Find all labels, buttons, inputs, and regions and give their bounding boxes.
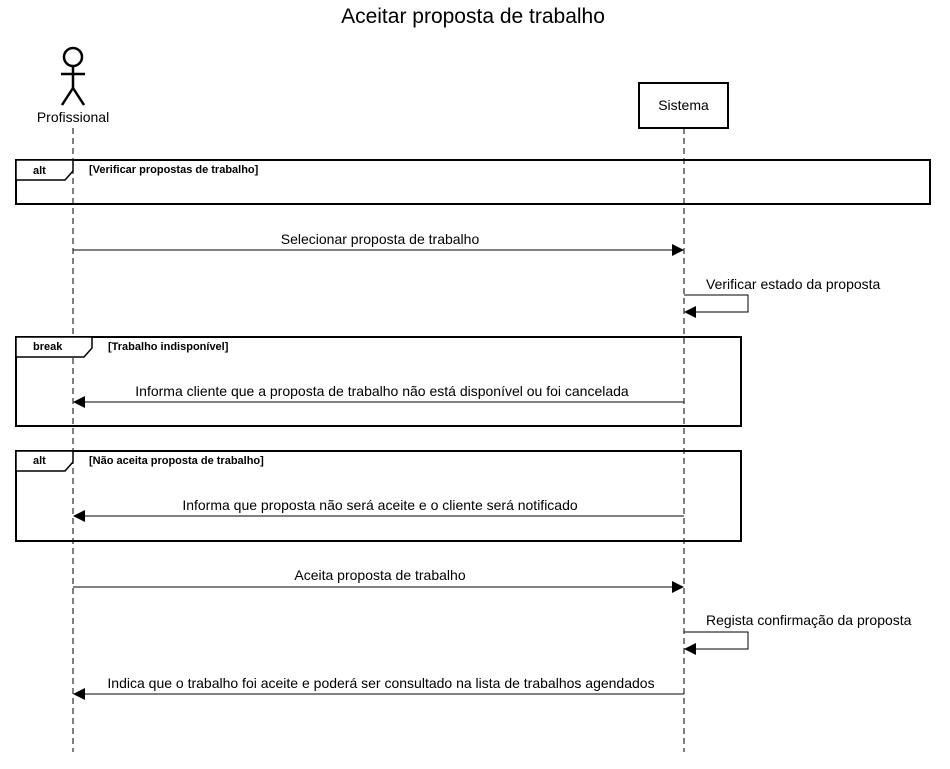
message-label: Selecionar proposta de trabalho [281,231,480,247]
message-regista-confirmacao: Regista confirmação da proposta [684,612,912,655]
system-participant-box [638,82,729,129]
frame-guard: [Verificar propostas de trabalho] [89,164,259,176]
actor-label: Profissional [37,109,109,125]
stick-figure-icon [60,46,86,106]
alt-frame-verificar: alt [Verificar propostas de trabalho] [15,159,931,205]
message-informa-nao-aceite: Informa que proposta não será aceite e o… [73,497,684,522]
message-label: Indica que o trabalho foi aceite e poder… [107,675,654,691]
message-selecionar: Selecionar proposta de trabalho [73,231,684,256]
diagram-title: Aceitar proposta de trabalho [341,5,605,28]
frame-guard: [Trabalho indisponível] [108,341,229,353]
message-aceita: Aceita proposta de trabalho [73,567,684,593]
message-label: Verificar estado da proposta [706,276,881,292]
message-indica-aceite: Indica que o trabalho foi aceite e poder… [73,675,684,700]
alt-frame-nao-aceita: alt [Não aceita proposta de trabalho] [15,450,742,542]
message-label: Aceita proposta de trabalho [294,567,465,583]
message-label: Informa que proposta não será aceite e o… [182,497,578,513]
system-label: Sistema [658,97,709,113]
message-label: Regista confirmação da proposta [706,612,912,628]
frame-operator: alt [33,455,46,467]
frame-operator: alt [33,165,46,177]
message-informa-indisponivel: Informa cliente que a proposta de trabal… [73,383,684,408]
frame-guard: [Não aceita proposta de trabalho] [89,455,264,467]
break-frame-indisponivel: break [Trabalho indisponível] [15,336,742,427]
frame-operator: break [33,341,63,353]
message-label: Informa cliente que a proposta de trabal… [135,383,629,399]
message-verificar-estado: Verificar estado da proposta [684,276,881,318]
